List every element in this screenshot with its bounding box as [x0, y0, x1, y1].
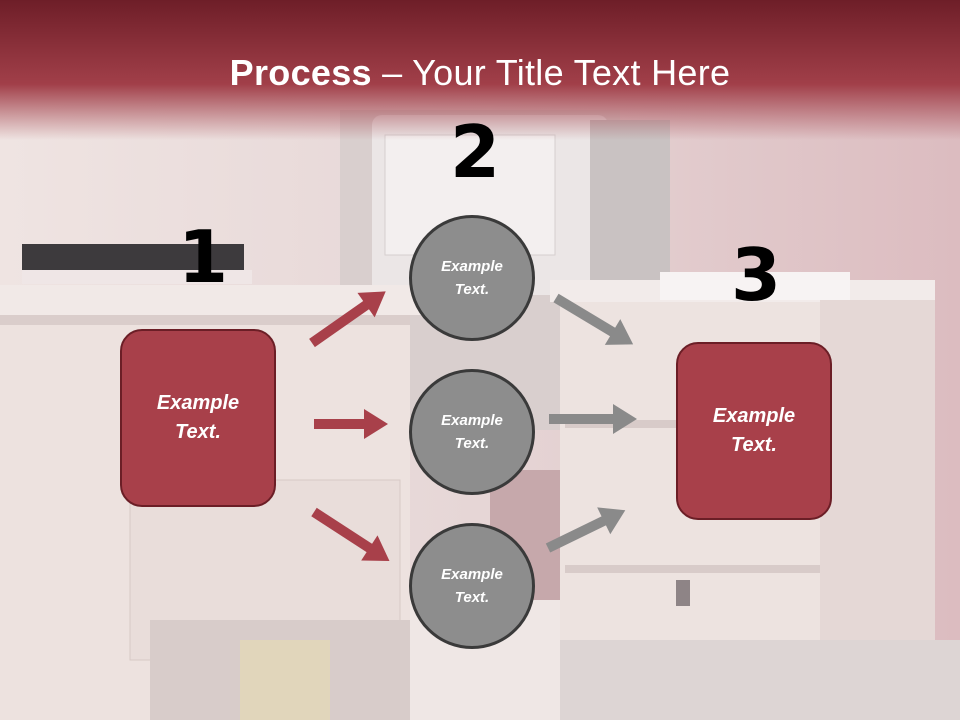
arrow-red-right — [314, 409, 388, 439]
circle-bottom-label-line2: Text. — [454, 589, 490, 606]
arrow-gray-down — [553, 293, 634, 345]
circle-middle-label-line1: Example — [441, 412, 503, 429]
step-number-3: 3 — [731, 233, 782, 317]
arrow-red-up — [309, 291, 386, 348]
slide-title: Process – Your Title Text Here — [0, 52, 960, 94]
circle-middle: Example Text. — [409, 369, 535, 495]
step-1-label-line1: Example — [156, 392, 240, 414]
circle-middle-label-line2: Text. — [454, 435, 490, 452]
circle-top: Example Text. — [409, 215, 535, 341]
circle-top-label-line1: Example — [441, 258, 503, 275]
arrow-red-down — [311, 507, 390, 562]
gray-arrows — [545, 293, 637, 553]
step-3-label-line2: Text. — [731, 434, 777, 456]
step-1-label-line2: Text. — [175, 421, 221, 443]
circle-bottom-label-line1: Example — [441, 566, 503, 583]
circle-top-label-line2: Text. — [454, 281, 490, 298]
title-rest: – Your Title Text Here — [371, 52, 731, 93]
red-arrows — [309, 291, 390, 562]
arrow-gray-right — [549, 404, 637, 434]
step-number-2: 2 — [450, 110, 501, 194]
step-number-1: 1 — [178, 215, 229, 299]
title-bold: Process — [229, 52, 372, 93]
step-3-box: Example Text. — [676, 342, 832, 520]
step-3-label-line1: Example — [712, 405, 796, 427]
arrow-gray-up — [545, 507, 626, 553]
step-1-box: Example Text. — [120, 329, 276, 507]
circle-bottom: Example Text. — [409, 523, 535, 649]
